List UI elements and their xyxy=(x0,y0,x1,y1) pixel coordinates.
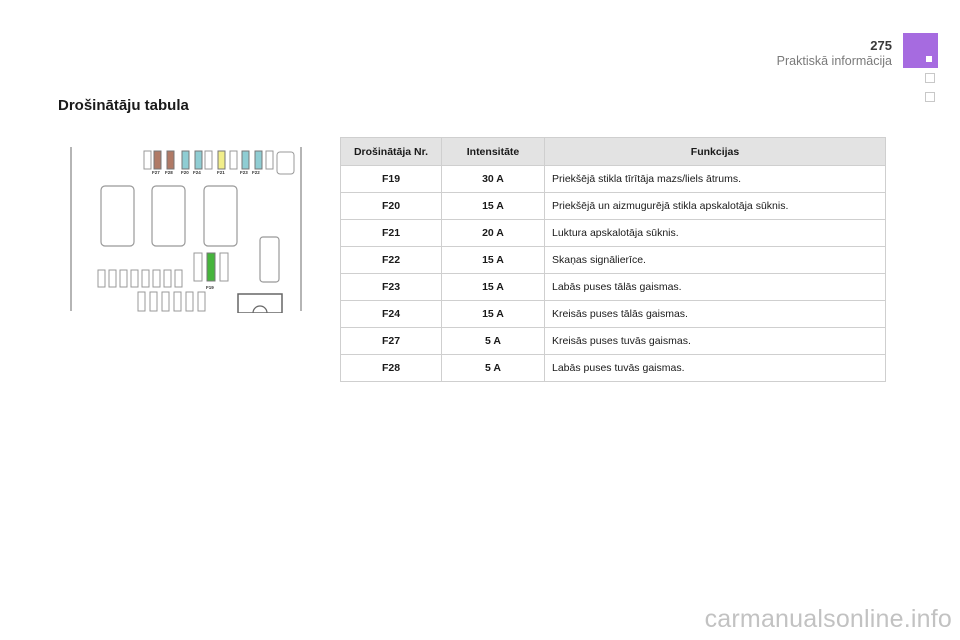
table-row: F22 15 A Skaņas signālierīce. xyxy=(340,246,886,274)
chapter-tab-marker xyxy=(926,56,932,62)
fuse-blank-3 xyxy=(229,150,238,170)
fuse-f28 xyxy=(166,150,175,170)
fuse-f23 xyxy=(241,150,250,170)
relay-large-1 xyxy=(100,185,135,247)
function-cell: Labās puses tuvās gaismas. xyxy=(544,354,886,382)
fuse-f22 xyxy=(254,150,263,170)
intensity-cell: 5 A xyxy=(441,354,545,382)
chapter-tab[interactable] xyxy=(903,33,938,68)
column-header-functions: Funkcijas xyxy=(544,137,886,166)
intensity-cell: 30 A xyxy=(441,165,545,193)
fuse-blank-2 xyxy=(204,150,213,170)
watermark: carmanualsonline.info xyxy=(704,605,952,633)
intensity-cell: 15 A xyxy=(441,246,545,274)
fuse-number-cell: F24 xyxy=(340,300,442,328)
function-cell: Skaņas signālierīce. xyxy=(544,246,886,274)
column-header-fuse-number: Drošinātāja Nr. xyxy=(340,137,442,166)
page-number: 275 xyxy=(870,38,892,53)
fuse-number-cell: F23 xyxy=(340,273,442,301)
fuse-number-cell: F27 xyxy=(340,327,442,355)
label-f23: F23 xyxy=(240,170,248,175)
fuse-row-bottom xyxy=(137,291,206,312)
fuse-number-cell: F21 xyxy=(340,219,442,247)
fuse-blank-4 xyxy=(265,150,274,170)
relay-tall xyxy=(259,236,280,283)
label-f21: F21 xyxy=(217,170,225,175)
label-f22: F22 xyxy=(252,170,260,175)
label-f24: F24 xyxy=(193,170,201,175)
table-header-row: Drošinātāja Nr. Intensitāte Funkcijas xyxy=(340,137,886,166)
function-cell: Labās puses tālās gaismas. xyxy=(544,273,886,301)
fuse-f20 xyxy=(181,150,190,170)
fuse-f21 xyxy=(217,150,226,170)
label-f28: F28 xyxy=(165,170,173,175)
label-f27: F27 xyxy=(152,170,160,175)
section-title: Drošinātāju tabula xyxy=(58,97,189,114)
fuse-number-cell: F22 xyxy=(340,246,442,274)
intensity-cell: 15 A xyxy=(441,192,545,220)
function-cell: Luktura apskalotāja sūknis. xyxy=(544,219,886,247)
fuse-f19 xyxy=(206,252,216,282)
function-cell: Kreisās puses tālās gaismas. xyxy=(544,300,886,328)
fuse-row-lower xyxy=(97,269,183,288)
fuse-blank-6 xyxy=(219,252,229,282)
fuse-blank-5 xyxy=(193,252,203,282)
function-cell: Kreisās puses tuvās gaismas. xyxy=(544,327,886,355)
label-f20: F20 xyxy=(181,170,189,175)
fuse-f27 xyxy=(153,150,162,170)
fuse-blank-1 xyxy=(143,150,152,170)
fuse-number-cell: F28 xyxy=(340,354,442,382)
connector-socket xyxy=(252,305,268,313)
fuse-box-diagram: F27 F28 F20 F24 F21 F23 F22 F19 xyxy=(70,147,302,313)
function-cell: Priekšējā stikla tīrītāja mazs/liels ātr… xyxy=(544,165,886,193)
table-row: F20 15 A Priekšējā un aizmugurējā stikla… xyxy=(340,192,886,220)
function-cell: Priekšējā un aizmugurējā stikla apskalot… xyxy=(544,192,886,220)
table-row: F23 15 A Labās puses tālās gaismas. xyxy=(340,273,886,301)
fuse-f24 xyxy=(194,150,203,170)
connector-block xyxy=(237,293,283,313)
table-row: F21 20 A Luktura apskalotāja sūknis. xyxy=(340,219,886,247)
table-row: F19 30 A Priekšējā stikla tīrītāja mazs/… xyxy=(340,165,886,193)
relay-small xyxy=(276,151,295,175)
column-header-intensity: Intensitāte xyxy=(441,137,545,166)
intensity-cell: 20 A xyxy=(441,219,545,247)
intensity-cell: 15 A xyxy=(441,273,545,301)
relay-large-2 xyxy=(151,185,186,247)
intensity-cell: 15 A xyxy=(441,300,545,328)
nav-square-1[interactable] xyxy=(925,73,935,83)
label-f19: F19 xyxy=(206,285,214,290)
relay-large-3 xyxy=(203,185,238,247)
nav-square-2[interactable] xyxy=(925,92,935,102)
table-row: F27 5 A Kreisās puses tuvās gaismas. xyxy=(340,327,886,355)
fuse-number-cell: F19 xyxy=(340,165,442,193)
fuse-table: Drošinātāja Nr. Intensitāte Funkcijas F1… xyxy=(340,137,886,382)
table-row: F24 15 A Kreisās puses tālās gaismas. xyxy=(340,300,886,328)
intensity-cell: 5 A xyxy=(441,327,545,355)
table-row: F28 5 A Labās puses tuvās gaismas. xyxy=(340,354,886,382)
chapter-title: Praktiskā informācija xyxy=(776,54,892,68)
fuse-number-cell: F20 xyxy=(340,192,442,220)
